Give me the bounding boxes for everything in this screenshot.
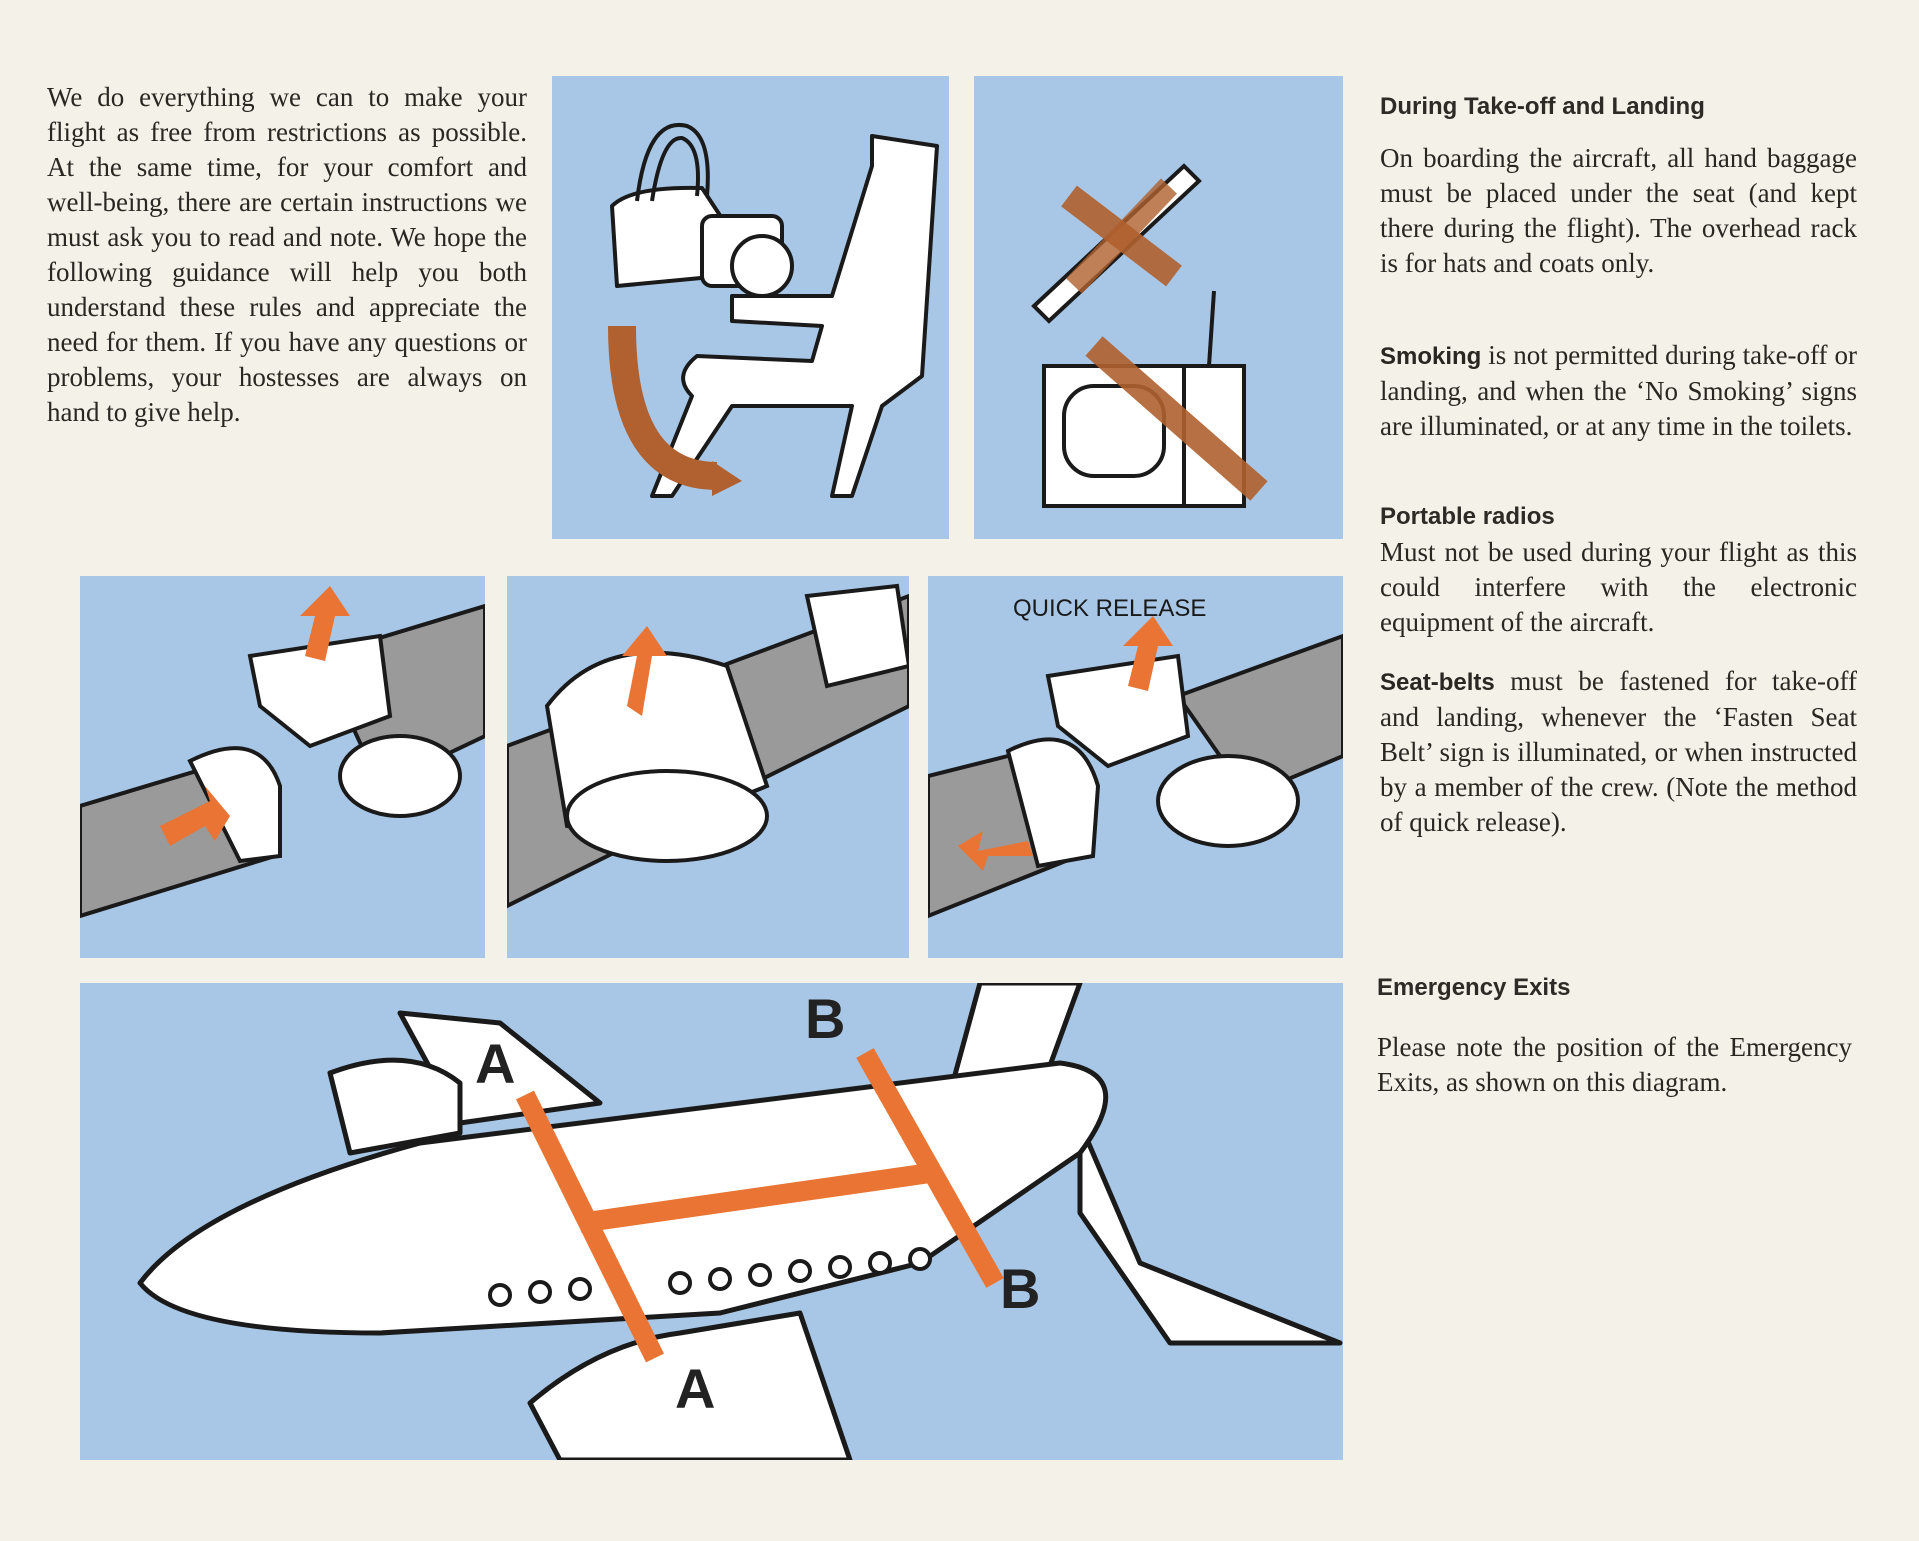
seatbelts-lead: Seat-belts — [1380, 669, 1495, 696]
seatbelt-quick-release-illustration: QUICK RELEASE — [928, 576, 1343, 958]
emergency-paragraph: Please note the position of the Emergenc… — [1377, 1032, 1852, 1097]
baggage-paragraph: On boarding the aircraft, all hand bagga… — [1380, 143, 1857, 278]
exit-b-bottom-label: B — [1000, 1257, 1040, 1320]
smoking-lead: Smoking — [1380, 343, 1482, 370]
exit-a-bottom-label: A — [675, 1357, 715, 1420]
emergency-exits-heading: Emergency Exits — [1377, 974, 1571, 1001]
smoking-paragraph: Smoking is not permitted during take-off… — [1380, 338, 1857, 444]
arrow-insert-icon — [160, 786, 230, 846]
fuselage-icon — [137, 1060, 1109, 1336]
exit-a-front-label: A — [475, 1032, 515, 1095]
exit-b-top-label: B — [805, 987, 845, 1050]
seatbelts-paragraph: Seat-belts must be fastened for take-off… — [1380, 664, 1857, 840]
seatbelt-fastened-illustration — [507, 576, 909, 958]
arrow-under-seat-icon — [608, 325, 718, 490]
smoking-text: is not permitted during take-off or land… — [1380, 340, 1857, 441]
radios-paragraph: Must not be used during your flight as t… — [1380, 537, 1857, 637]
takeoff-landing-heading: During Take-off and Landing — [1380, 93, 1705, 120]
no-smoking-no-radio-illustration — [974, 76, 1343, 539]
arrow-release-icon — [958, 831, 1033, 871]
baggage-under-seat-illustration — [552, 76, 949, 539]
intro-paragraph: We do everything we can to make your fli… — [47, 82, 527, 427]
quick-release-label: QUICK RELEASE — [1013, 595, 1206, 622]
seatbelt-fasten-illustration — [80, 576, 485, 958]
emergency-exits-diagram: A B B A — [80, 983, 1343, 1460]
arrow-press-icon — [622, 626, 667, 716]
seat-icon — [650, 134, 939, 498]
seatbelts-text: must be fastened for take-off and landin… — [1380, 666, 1857, 837]
tail-icon — [1077, 1120, 1343, 1346]
portable-radios-heading: Portable radios — [1380, 503, 1555, 530]
exit-arrows-icon — [516, 1048, 1004, 1363]
